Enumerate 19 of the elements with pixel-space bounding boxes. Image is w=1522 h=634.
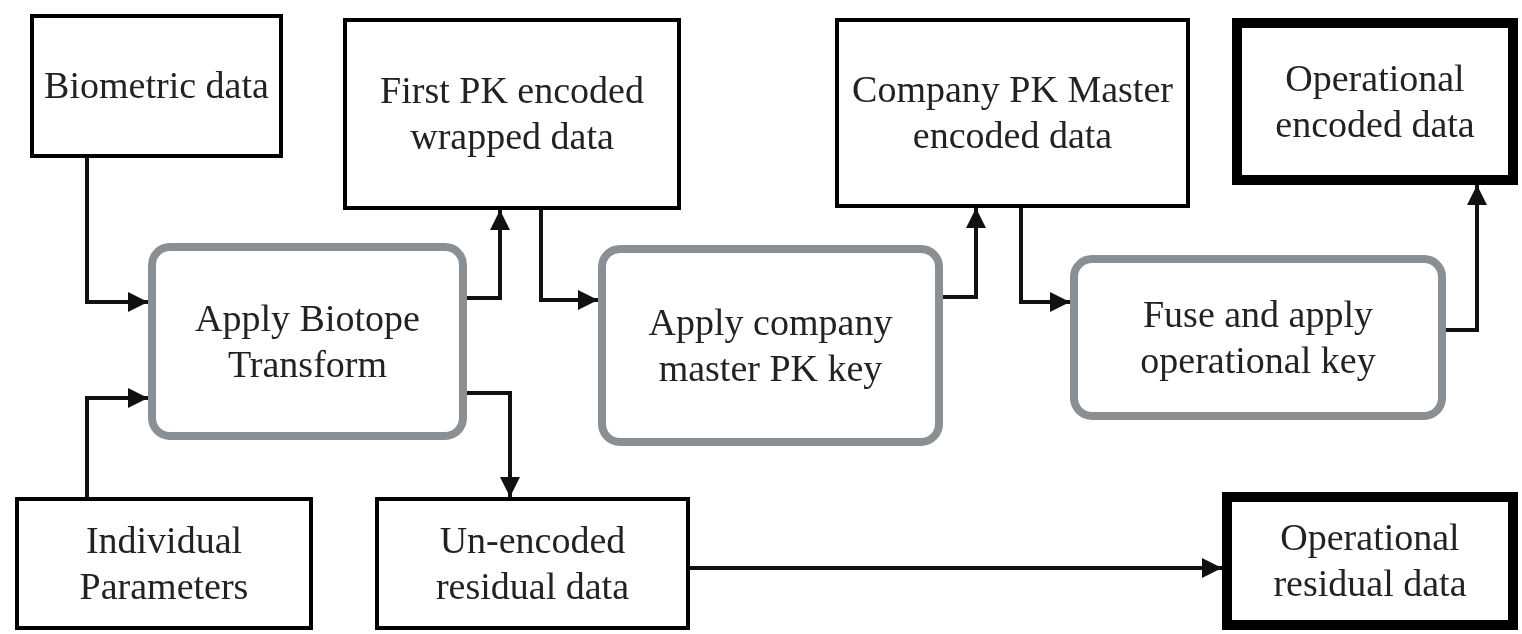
process-box: Fuse and apply operational key bbox=[1070, 255, 1446, 420]
arrow bbox=[539, 210, 598, 310]
arrow bbox=[467, 210, 510, 300]
arrow bbox=[1019, 208, 1070, 312]
arrow bbox=[85, 388, 148, 497]
data-box: Biometric data bbox=[30, 14, 283, 158]
process-box: Apply Biotope Transform bbox=[148, 243, 467, 440]
data-box: First PK encoded wrapped data bbox=[343, 18, 681, 210]
arrow bbox=[943, 208, 986, 299]
arrow bbox=[690, 558, 1222, 578]
process-box: Apply company master PK key bbox=[598, 245, 943, 446]
arrow bbox=[85, 158, 148, 312]
arrow bbox=[467, 391, 520, 497]
data-box: Company PK Master encoded data bbox=[835, 18, 1190, 208]
arrow bbox=[1446, 185, 1487, 332]
data-box: Operational encoded data bbox=[1232, 18, 1518, 185]
data-box: Un-encoded residual data bbox=[375, 497, 690, 630]
data-box: Individual Parameters bbox=[15, 497, 313, 630]
data-box: Operational residual data bbox=[1222, 492, 1518, 630]
